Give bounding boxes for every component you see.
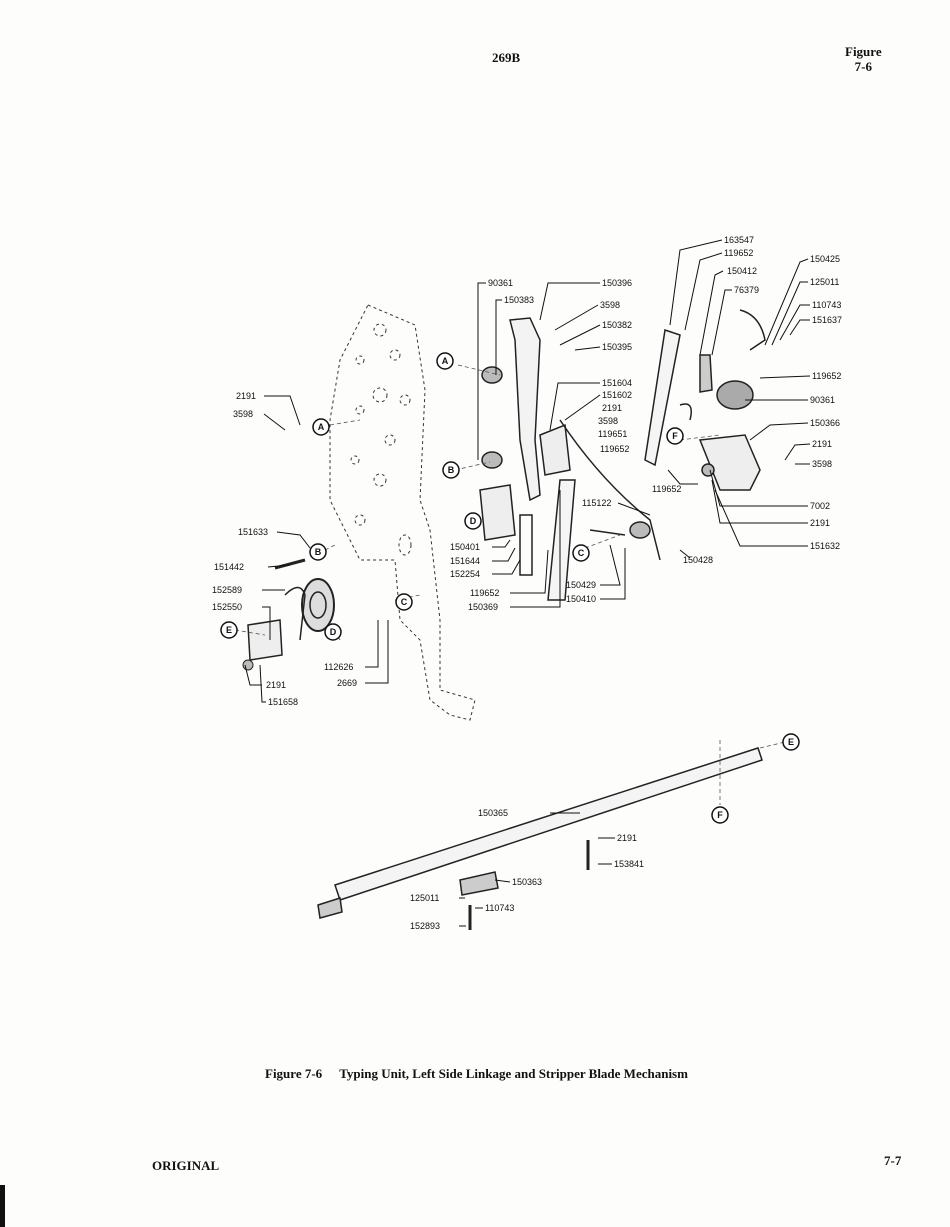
- callout-B-pulley: B: [309, 543, 327, 561]
- svg-text:F: F: [672, 431, 678, 441]
- part-label: 2191: [266, 680, 286, 690]
- part-label: 150366: [810, 418, 840, 428]
- svg-text:D: D: [330, 627, 337, 637]
- svg-text:E: E: [226, 625, 232, 635]
- svg-text:B: B: [315, 547, 322, 557]
- svg-text:C: C: [401, 597, 408, 607]
- callout-D-pulley: D: [324, 623, 342, 641]
- figure-caption: Figure 7-6 Typing Unit, Left Side Linkag…: [265, 1066, 688, 1082]
- svg-text:A: A: [318, 422, 325, 432]
- stripper-blade-shaft: [317, 747, 763, 930]
- svg-text:E: E: [788, 737, 794, 747]
- part-label: 90361: [488, 278, 513, 288]
- footer-original-label: ORIGINAL: [152, 1158, 220, 1173]
- part-label: 150410: [566, 594, 596, 604]
- part-label: 119652: [600, 444, 629, 454]
- part-label: 76379: [734, 285, 759, 295]
- part-label: 150396: [602, 278, 632, 288]
- part-label: 3598: [812, 459, 832, 469]
- part-label: 3598: [233, 409, 253, 419]
- center-linkage: [479, 317, 661, 601]
- part-label: 151632: [810, 541, 840, 551]
- part-label: 150425: [810, 254, 840, 264]
- figure-reference: Figure 7-6: [845, 44, 882, 74]
- callout-E-bracket: E: [220, 621, 238, 639]
- part-label: 150412: [727, 266, 757, 276]
- side-frame-plate: [329, 304, 476, 721]
- svg-text:F: F: [717, 810, 723, 820]
- callout-F-link: F: [666, 427, 684, 445]
- part-label: 125011: [410, 893, 439, 903]
- part-label: 151658: [268, 697, 298, 707]
- caption-figure-label: Figure 7-6: [265, 1066, 323, 1081]
- part-label: 3598: [598, 416, 618, 426]
- part-label: 150383: [504, 295, 534, 305]
- part-label: 152893: [410, 921, 440, 931]
- part-label: 150429: [566, 580, 596, 590]
- part-label: 2191: [617, 833, 637, 843]
- part-label: 115122: [582, 498, 611, 508]
- part-label: 119652: [812, 371, 841, 381]
- part-label: 119652: [724, 248, 753, 258]
- leader-lines: [244, 239, 811, 927]
- part-label: 151442: [214, 562, 244, 572]
- part-label: 151633: [238, 527, 268, 537]
- part-label: 163547: [724, 235, 754, 245]
- part-label: 150363: [512, 877, 542, 887]
- figure-word: Figure: [845, 44, 882, 59]
- figure-number: 7-6: [854, 59, 872, 74]
- part-label: 90361: [810, 395, 835, 405]
- part-label: 2191: [812, 439, 832, 449]
- footer-page-number: 7-7: [884, 1153, 902, 1168]
- part-label: 151604: [602, 378, 632, 388]
- callout-E-shaft: E: [782, 733, 800, 751]
- part-label: 7002: [810, 501, 830, 511]
- part-label: 119652: [470, 588, 499, 598]
- part-label: 3598: [600, 300, 620, 310]
- scan-edge-mark: [0, 1185, 5, 1227]
- part-label: 153841: [614, 859, 644, 869]
- callout-B-link: B: [442, 461, 460, 479]
- callout-C-frame: C: [395, 593, 413, 611]
- svg-text:C: C: [578, 548, 585, 558]
- callout-C-link: C: [572, 544, 590, 562]
- callout-F-shaft: F: [711, 806, 729, 824]
- part-label: 150428: [683, 555, 713, 565]
- part-label: 150365: [478, 808, 508, 818]
- callout-D-link: D: [464, 512, 482, 530]
- part-label: 150382: [602, 320, 632, 330]
- page-model-number: 269B: [492, 50, 521, 65]
- part-label: 152550: [212, 602, 242, 612]
- part-label: 150395: [602, 342, 632, 352]
- part-label: 152254: [450, 569, 480, 579]
- part-label: 119651: [598, 429, 627, 439]
- callout-A-link: A: [436, 352, 454, 370]
- pulley-assembly: [242, 558, 335, 671]
- caption-title: Typing Unit, Left Side Linkage and Strip…: [339, 1066, 688, 1081]
- part-label: 110743: [812, 300, 841, 310]
- part-label: 125011: [810, 277, 839, 287]
- part-label: 2191: [236, 391, 256, 401]
- part-label: 2669: [337, 678, 357, 688]
- part-label: 2191: [810, 518, 830, 528]
- part-label: 119652: [652, 484, 681, 494]
- svg-text:B: B: [448, 465, 455, 475]
- right-linkage: [644, 309, 766, 491]
- part-label: 150401: [450, 542, 480, 552]
- part-number-labels: 90361 150396 150383 3598 150382 150395 1…: [212, 235, 842, 931]
- part-label: 112626: [324, 662, 353, 672]
- part-label: 152589: [212, 585, 242, 595]
- part-label: 151637: [812, 315, 842, 325]
- part-label: 151602: [602, 390, 632, 400]
- part-label: 151644: [450, 556, 480, 566]
- svg-text:D: D: [470, 516, 477, 526]
- part-label: 110743: [485, 903, 514, 913]
- part-label: 2191: [602, 403, 622, 413]
- svg-text:A: A: [442, 356, 449, 366]
- callout-A-frame: A: [312, 418, 330, 436]
- part-label: 150369: [468, 602, 498, 612]
